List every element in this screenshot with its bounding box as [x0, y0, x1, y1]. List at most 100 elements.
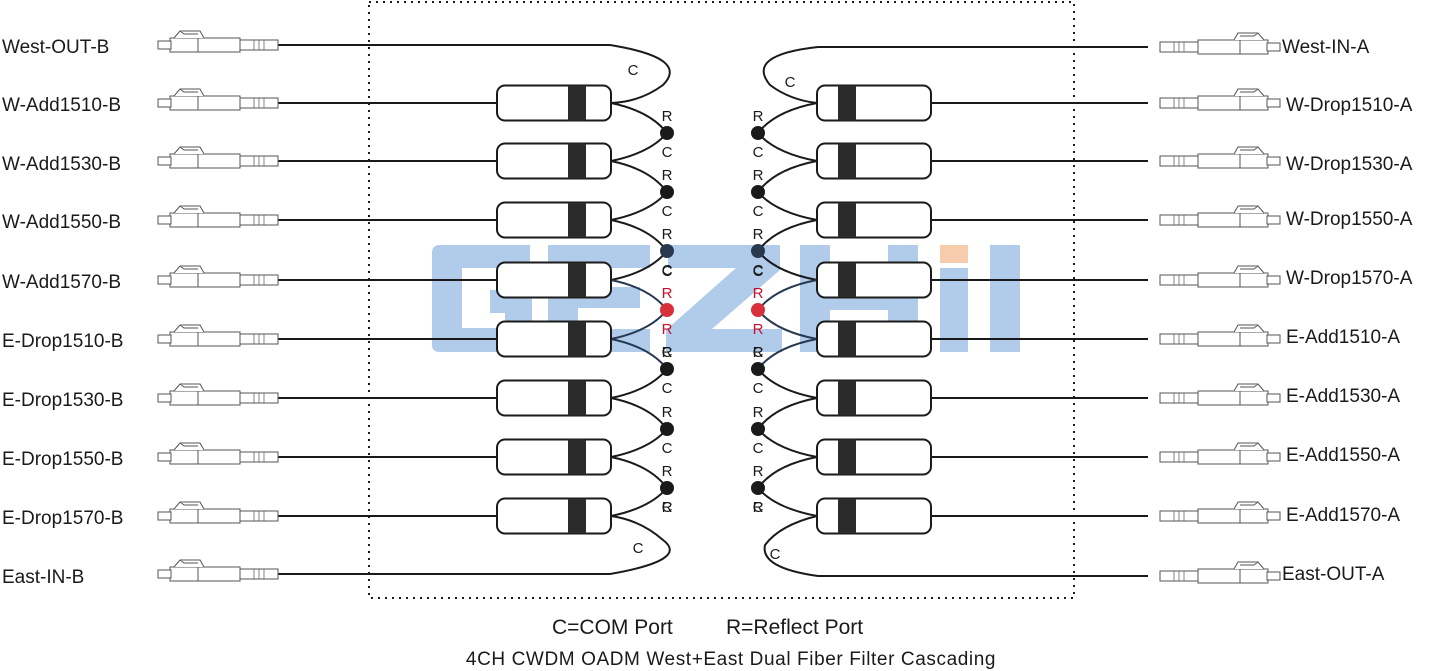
connector-body [1197, 508, 1243, 524]
connector-boot [1159, 510, 1201, 522]
connector-latch [179, 442, 198, 447]
connector-boot [237, 39, 279, 51]
connector-housing [1239, 212, 1269, 228]
lc-connector-right [1159, 32, 1281, 55]
connector-body [195, 37, 241, 53]
connector-ferrule [157, 393, 172, 403]
port-label-w-drop1510-a: W-Drop1510-A [1286, 95, 1413, 116]
filter-stack [496, 84, 932, 535]
reflect-letter: R [662, 108, 673, 125]
lc-connector-left [157, 265, 279, 288]
port-label-e-drop1530-b: E-Drop1530-B [2, 390, 123, 411]
fiber-curve [610, 428, 668, 458]
com-letter: C [628, 62, 639, 79]
connector-body [1197, 568, 1243, 584]
left-port-labels: West-OUT-B W-Add1510-B W-Add1530-B W-Add… [2, 37, 123, 588]
reflect-letter: R [662, 321, 673, 338]
connector-ferrule [157, 215, 172, 225]
filter-band [838, 202, 856, 238]
lc-connector-left [157, 30, 279, 53]
wdm-filter-left [496, 84, 612, 122]
com-letter: C [662, 440, 673, 457]
fiber-curve [610, 132, 668, 162]
port-label-e-add1510-a: E-Add1510-A [1286, 327, 1400, 348]
fiber-curve [609, 515, 671, 575]
connector-latch [179, 88, 198, 93]
wdm-filter-right [816, 379, 932, 417]
reflect-letter: R [753, 285, 764, 302]
reflect-letter: R [662, 404, 673, 421]
com-letter: C [753, 262, 764, 279]
port-label-w-add1530-b: W-Add1530-B [2, 154, 121, 175]
lc-connector-right [1159, 205, 1281, 228]
connector-housing [169, 508, 199, 524]
junction-dot [751, 303, 765, 317]
wdm-filter-left [496, 201, 612, 239]
connector-housing [1239, 153, 1269, 169]
connector-body [1197, 212, 1243, 228]
connector-body [195, 95, 241, 111]
connector-latch [179, 30, 198, 35]
port-label-w-add1510-b: W-Add1510-B [2, 95, 121, 116]
connector-body [1197, 449, 1243, 465]
com-letter: C [662, 263, 673, 280]
lc-connector-left [157, 501, 279, 524]
port-label-w-drop1550-a: W-Drop1550-A [1286, 209, 1413, 230]
connector-latch [179, 265, 198, 270]
filter-band [568, 439, 586, 475]
connector-boot [1159, 451, 1201, 463]
connector-housing [1239, 449, 1269, 465]
connector-boot [1159, 392, 1201, 404]
connector-housing [169, 390, 199, 406]
filter-band [568, 498, 586, 534]
fiber-curve [757, 368, 818, 399]
fiber-curve [610, 456, 668, 489]
connector-body [1197, 39, 1243, 55]
junction-dot [751, 244, 765, 258]
reflect-letter: R [753, 499, 764, 516]
lc-connector-right [1159, 146, 1281, 169]
lc-connector-left [157, 559, 279, 582]
com-letter: C [753, 499, 764, 516]
connector-body [1197, 331, 1243, 347]
lc-connector-left [157, 146, 279, 169]
junction-dot [660, 126, 674, 140]
port-label-e-drop1570-b: E-Drop1570-B [2, 508, 123, 529]
connector-latch [1240, 561, 1259, 566]
connector-housing [1239, 331, 1269, 347]
connector-latch [1240, 265, 1259, 270]
reflect-letter: R [753, 108, 764, 125]
com-letter: C [753, 380, 764, 397]
connector-ferrule [1266, 334, 1281, 344]
reflect-letter: R [662, 285, 673, 302]
connector-body [195, 508, 241, 524]
connector-housing [1239, 95, 1269, 111]
reflect-letter: R [753, 344, 764, 361]
fiber-curve [610, 191, 668, 221]
filter-band [838, 143, 856, 179]
connector-ferrule [1266, 215, 1281, 225]
lc-connector-right [1159, 501, 1281, 524]
junction-dot [751, 362, 765, 376]
port-label-w-drop1570-a: W-Drop1570-A [1286, 268, 1413, 289]
connector-housing [1239, 508, 1269, 524]
connector-ferrule [1266, 511, 1281, 521]
filter-band [568, 380, 586, 416]
fiber-curve [610, 368, 668, 399]
connector-latch [179, 205, 198, 210]
com-letter: C [662, 203, 673, 220]
connector-boot [1159, 570, 1201, 582]
connector-body [195, 390, 241, 406]
lc-connector-left [157, 205, 279, 228]
connector-ferrule [1266, 571, 1281, 581]
connector-body [195, 566, 241, 582]
reflect-letter: R [753, 167, 764, 184]
fiber-curve [757, 428, 818, 458]
junction-dot [660, 303, 674, 317]
fiber-curve [757, 102, 818, 134]
legend-com-port: C=COM Port [552, 616, 673, 639]
com-letter: C [753, 344, 764, 361]
reflect-letter: R [662, 499, 673, 516]
connector-boot [237, 568, 279, 580]
connector-latch [1240, 383, 1259, 388]
